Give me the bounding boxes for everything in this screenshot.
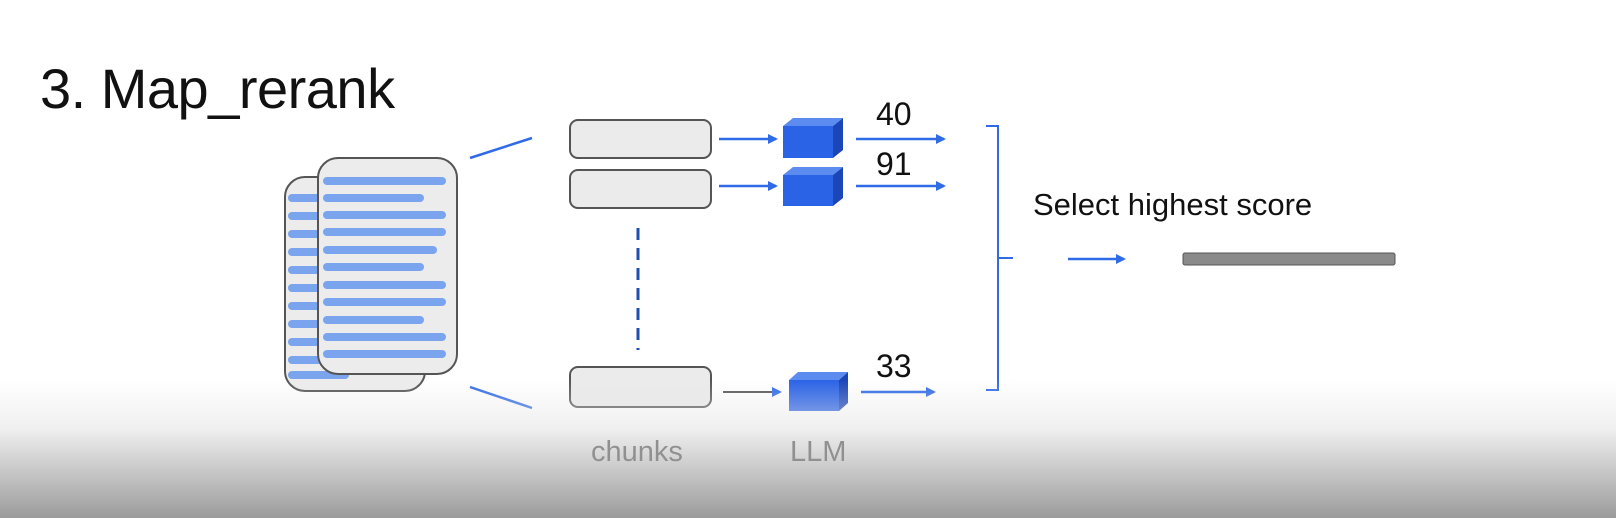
llm-cube-icon bbox=[783, 118, 843, 158]
page-title: 3. Map_rerank bbox=[40, 57, 395, 120]
llm-cube-icon bbox=[783, 167, 843, 206]
select-highest-score-label: Select highest score bbox=[1033, 187, 1313, 222]
chunks-label: chunks bbox=[591, 436, 683, 468]
right-brace bbox=[986, 125, 1013, 391]
document-stack-icon bbox=[284, 157, 458, 392]
llm-cube-icon bbox=[789, 372, 848, 411]
llm-label: LLM bbox=[790, 436, 847, 468]
score-label: 40 bbox=[876, 96, 912, 132]
chunk-box bbox=[569, 366, 712, 408]
result-bar bbox=[1182, 252, 1396, 266]
score-label: 91 bbox=[876, 146, 912, 182]
split-line-bottom bbox=[469, 385, 533, 410]
chunk-box bbox=[569, 119, 712, 159]
chunk-box bbox=[569, 169, 712, 209]
split-line-top bbox=[469, 136, 533, 160]
score-label: 33 bbox=[876, 348, 912, 384]
